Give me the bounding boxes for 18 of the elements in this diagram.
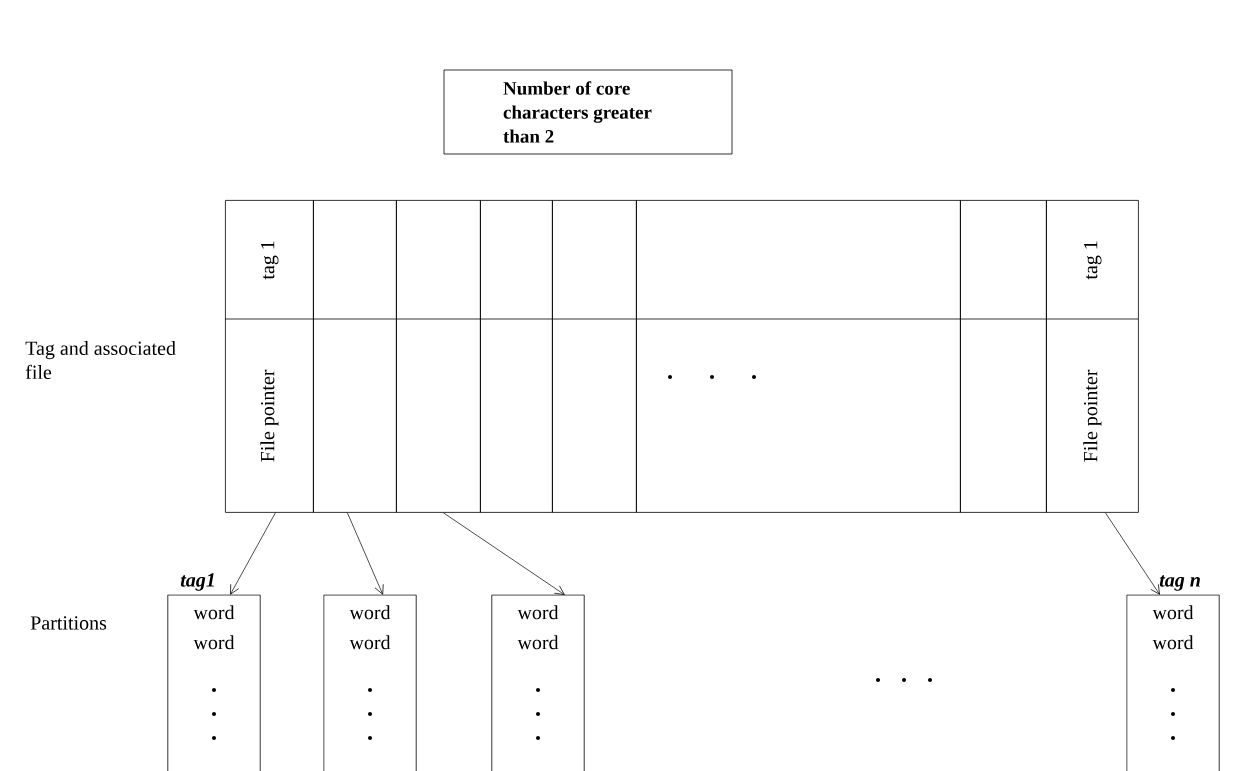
- table-column: [312, 200, 397, 513]
- table-column: File pointer tag 1: [224, 200, 314, 513]
- table-column: File pointer tag 1: [1045, 200, 1139, 513]
- tag-label: tag n: [1159, 575, 1200, 591]
- side-label: Tag and associated file: [25, 340, 176, 380]
- table-column: [479, 200, 553, 513]
- arrow: [443, 512, 565, 595]
- tag-label: tag1: [180, 573, 214, 591]
- table-column: [959, 200, 1047, 513]
- table-column: [635, 200, 961, 513]
- arrow: [347, 512, 384, 595]
- side-label: Partitions: [30, 616, 107, 630]
- partition-box: word word: [491, 594, 585, 771]
- table-column: [395, 200, 481, 513]
- arrow: [1105, 512, 1160, 595]
- heading-box: Number of core characters greater than 2: [443, 69, 733, 155]
- table-column: [551, 200, 637, 513]
- arrow: [230, 512, 276, 595]
